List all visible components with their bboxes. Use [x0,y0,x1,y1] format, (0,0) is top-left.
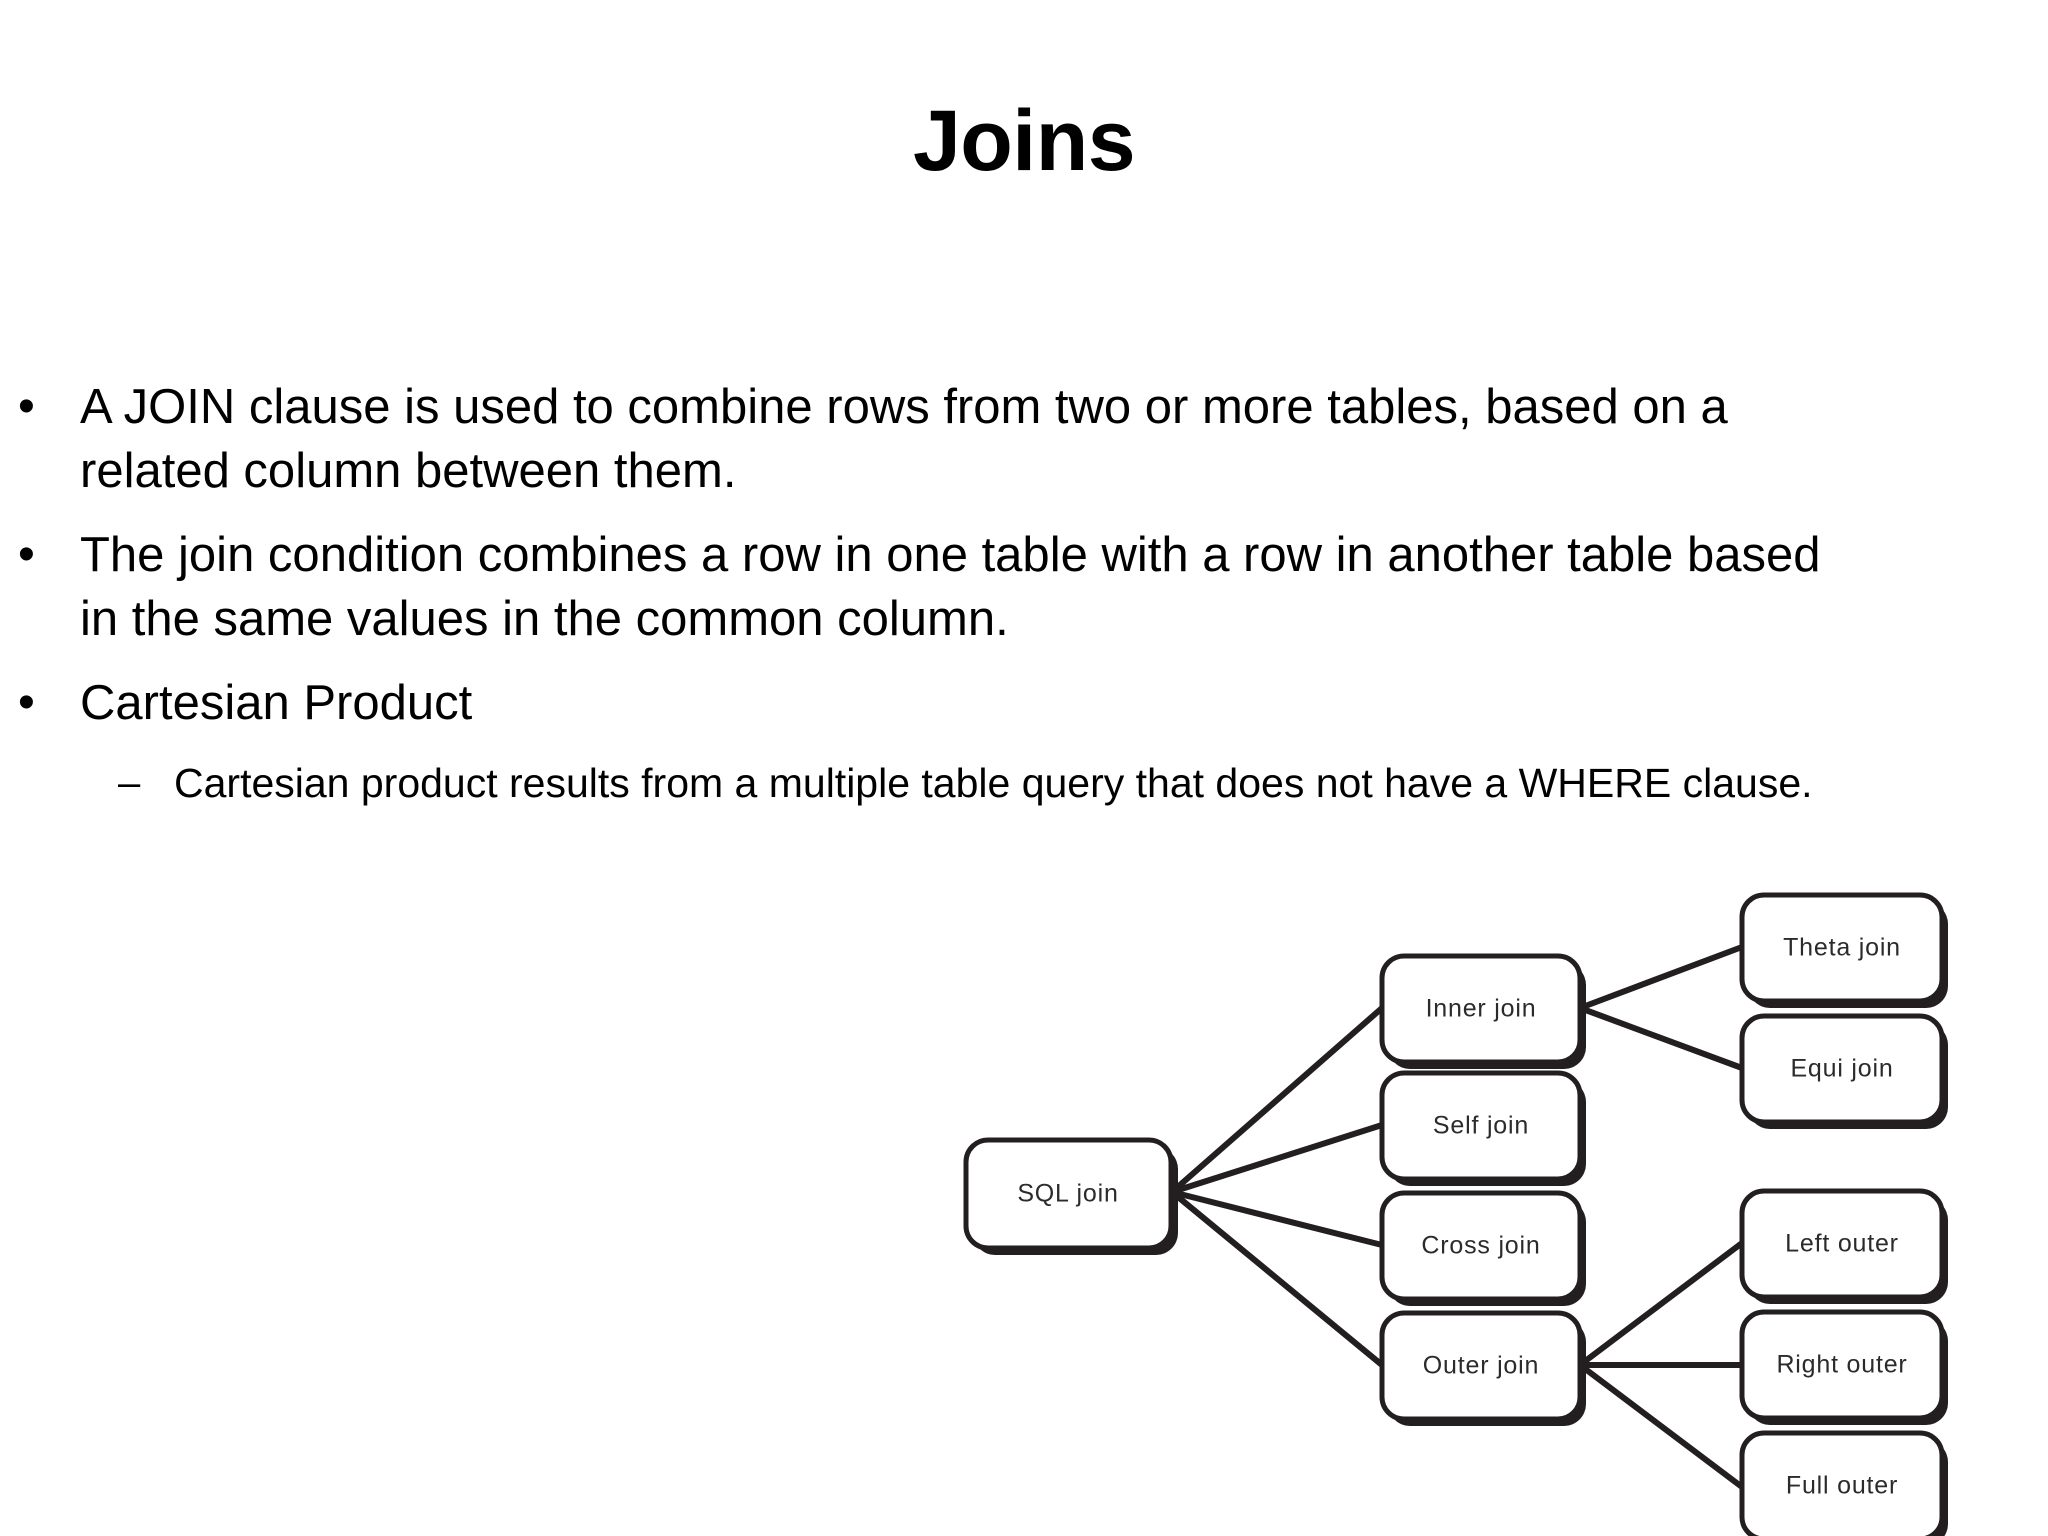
sql-join-tree-diagram: SQL join Inner join Self join Cross join… [930,875,2048,1536]
list-item: • Cartesian Product [18,671,1958,735]
node-right-outer[interactable]: Right outer [1739,1309,1945,1421]
node-theta-join[interactable]: Theta join [1739,892,1945,1004]
list-item-text: A JOIN clause is used to combine rows fr… [80,380,1728,498]
node-sql-join-label: SQL join [1017,1180,1118,1208]
node-full-outer-label: Full outer [1786,1472,1898,1500]
bullet-marker-icon: • [18,676,35,729]
node-cross-join-label: Cross join [1421,1232,1540,1260]
node-outer-join[interactable]: Outer join [1379,1310,1583,1422]
node-inner-join[interactable]: Inner join [1379,953,1583,1065]
sub-list-item: – Cartesian product results from a multi… [18,755,1958,811]
edge-sqljoin-outerjoin [1169,1189,1385,1368]
list-item: • A JOIN clause is used to combine rows … [18,375,1958,503]
diagram-edges [1169,944,1745,1490]
node-outer-join-label: Outer join [1423,1352,1539,1380]
node-self-join[interactable]: Self join [1379,1070,1583,1182]
bullet-marker-icon: • [18,380,35,433]
edge-sqljoin-innerjoin [1169,1005,1385,1195]
list-item-text: The join condition combines a row in one… [80,528,1821,646]
edge-innerjoin-thetajoin [1577,944,1745,1011]
edge-sqljoin-crossjoin [1169,1189,1385,1248]
edge-outerjoin-fullouter [1577,1362,1745,1490]
node-left-outer-label: Left outer [1785,1230,1899,1258]
node-sql-join[interactable]: SQL join [963,1137,1174,1251]
node-cross-join[interactable]: Cross join [1379,1190,1583,1302]
list-item-text: Cartesian Product [80,676,473,730]
sub-list-item-text: Cartesian product results from a multipl… [174,760,1813,806]
bullet-list: • A JOIN clause is used to combine rows … [18,375,1958,819]
node-theta-join-label: Theta join [1783,934,1901,962]
page-title: Joins [912,93,1136,189]
list-item: • The join condition combines a row in o… [18,523,1958,651]
edge-outerjoin-leftouter [1577,1240,1745,1368]
node-right-outer-label: Right outer [1776,1351,1907,1379]
bullet-marker-icon: • [18,528,35,581]
node-full-outer[interactable]: Full outer [1739,1430,1945,1536]
node-equi-join[interactable]: Equi join [1739,1013,1945,1125]
node-left-outer[interactable]: Left outer [1739,1188,1945,1300]
edge-sqljoin-selfjoin [1169,1122,1385,1195]
edge-innerjoin-equijoin [1577,1005,1745,1071]
node-self-join-label: Self join [1433,1112,1529,1140]
node-inner-join-label: Inner join [1426,995,1537,1023]
dash-marker-icon: – [118,761,141,805]
node-equi-join-label: Equi join [1790,1055,1893,1083]
